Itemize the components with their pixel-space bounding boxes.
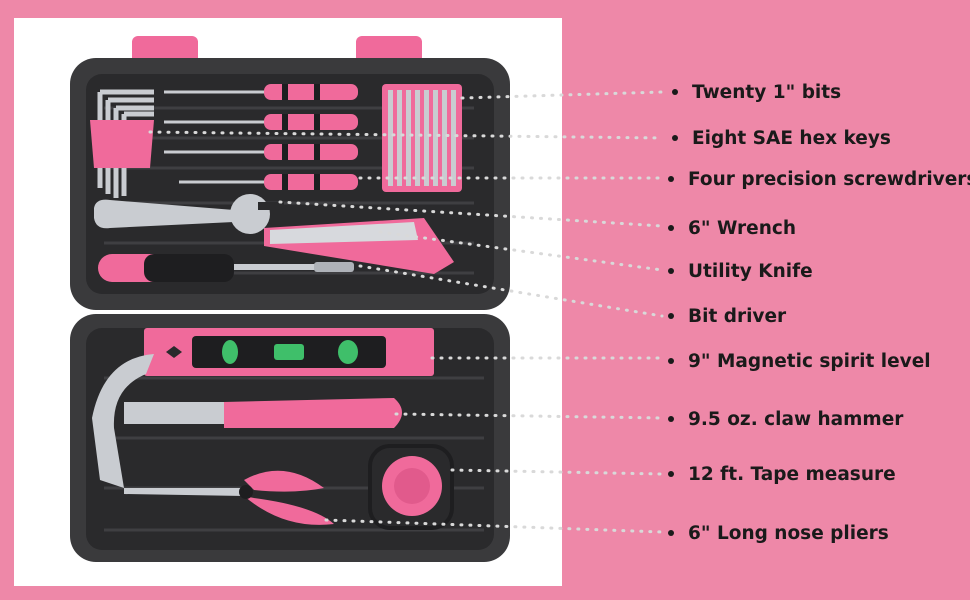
callout-wrench: 6" Wrench [668,215,796,241]
callout-bits: Twenty 1" bits [672,79,841,105]
bit-holder [382,84,462,192]
hex-key-holder [90,120,154,168]
callout-label: 12 ft. Tape measure [688,463,896,485]
callout-label: Utility Knife [688,260,813,282]
precision-screwdrivers [164,84,358,190]
bullet-icon [668,471,674,477]
callout-hex-keys: Eight SAE hex keys [672,125,891,151]
callout-utility-knife: Utility Knife [668,258,813,284]
claw-hammer [92,354,402,488]
long-nose-pliers [124,470,334,525]
bullet-icon [668,313,674,319]
bullet-icon [668,530,674,536]
callout-label: 9.5 oz. claw hammer [688,408,904,430]
tape-measure [368,444,454,530]
callout-label: 6" Long nose pliers [688,522,889,544]
callout-spirit-level: 9" Magnetic spirit level [668,348,931,374]
wrench [94,194,284,234]
callout-claw-hammer: 9.5 oz. claw hammer [668,406,903,432]
tool-case-illustration [70,36,510,562]
bullet-icon [668,416,674,422]
callout-label: 6" Wrench [688,217,797,239]
callout-label: Bit driver [688,305,787,327]
bullet-icon [668,225,674,231]
bullet-icon [672,89,678,95]
bullet-icon [672,135,678,141]
bit-driver [98,254,354,282]
product-photo [14,18,562,586]
callout-screwdrivers: Four precision screwdrivers [668,166,970,192]
callout-label: Four precision screwdrivers [688,168,970,190]
callout-label: Twenty 1" bits [692,81,842,103]
spirit-level [144,328,434,376]
bullet-icon [668,176,674,182]
callout-label: 9" Magnetic spirit level [688,350,931,372]
bullet-icon [668,268,674,274]
callout-tape-measure: 12 ft. Tape measure [668,461,896,487]
callout-bit-driver: Bit driver [668,303,786,329]
callout-label: Eight SAE hex keys [692,127,891,149]
bullet-icon [668,358,674,364]
callout-pliers: 6" Long nose pliers [668,520,889,546]
